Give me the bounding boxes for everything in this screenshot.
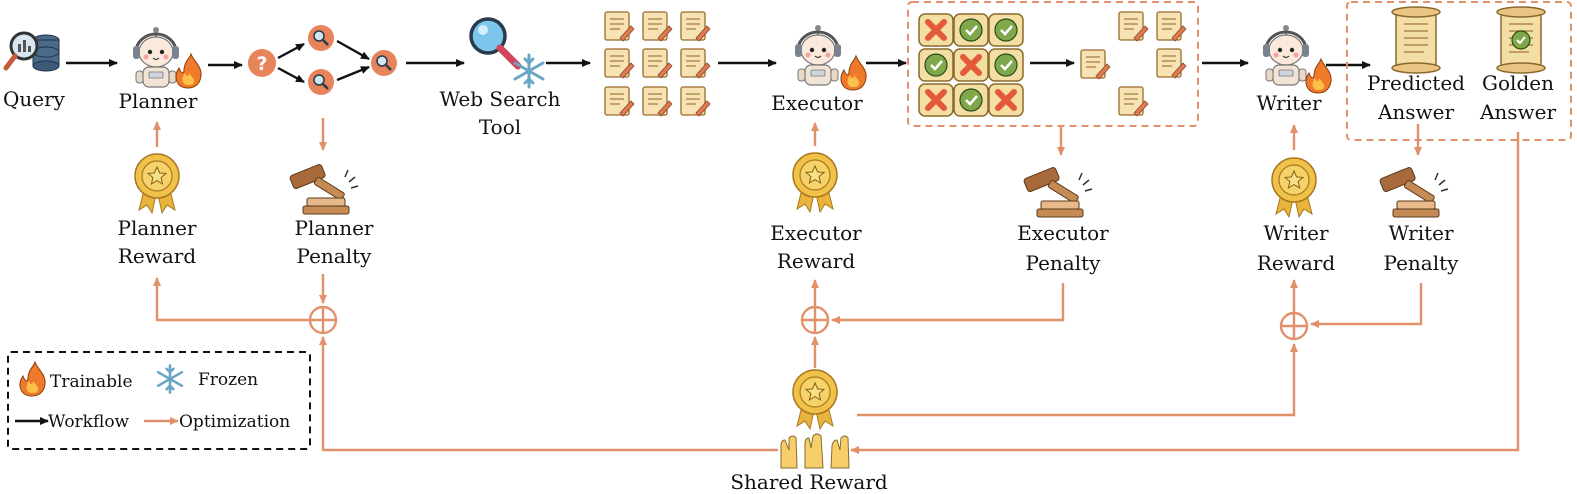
predicted-answer-label-2: Answer xyxy=(1377,100,1455,124)
cross-icon xyxy=(919,84,953,116)
document-icon xyxy=(1156,11,1187,42)
medal-icon xyxy=(792,369,838,430)
web-search-label-2: Tool xyxy=(479,115,521,139)
fire-icon xyxy=(19,361,46,397)
predicted-answer-scroll-icon xyxy=(1391,6,1441,74)
document-icon xyxy=(1080,49,1111,80)
planner-label: Planner xyxy=(119,89,198,113)
check-icon xyxy=(952,12,990,48)
document-icon xyxy=(680,48,711,79)
writer-robot-icon xyxy=(1261,23,1311,87)
optimization-arrow xyxy=(153,277,310,322)
writer-reward-label: Writer xyxy=(1263,221,1328,245)
document-icon xyxy=(604,48,635,79)
legend-optimization: Optimization xyxy=(179,412,290,432)
executor-reward-label: Executor xyxy=(770,221,862,245)
verification-grid xyxy=(919,14,1023,116)
document-icon xyxy=(604,86,635,117)
legend-workflow: Workflow xyxy=(48,412,130,432)
document-icon xyxy=(642,86,673,117)
search-icon xyxy=(369,48,399,78)
writer-label: Writer xyxy=(1256,91,1321,115)
answers-box xyxy=(1346,1,1572,141)
legend-frozen: Frozen xyxy=(198,370,258,390)
workflow-arrow xyxy=(336,65,370,82)
workflow-arrow xyxy=(277,42,305,60)
snowflake-icon xyxy=(513,53,545,89)
executor-robot-icon xyxy=(793,23,843,87)
document-icon xyxy=(604,11,635,42)
document-icon xyxy=(642,11,673,42)
predicted-answer-label: Predicted xyxy=(1367,71,1465,95)
medal-icon xyxy=(134,153,180,214)
cross-icon xyxy=(919,14,953,46)
cross-icon xyxy=(989,84,1023,116)
gavel-icon xyxy=(288,162,359,215)
fire-icon xyxy=(840,55,867,91)
executor-penalty-label: Executor xyxy=(1017,221,1109,245)
check-icon xyxy=(917,47,955,83)
executor-verification-box xyxy=(907,1,1199,127)
optimization-arrow xyxy=(850,132,1520,454)
planner-reward-label: Planner xyxy=(118,216,197,240)
document-icon xyxy=(680,86,711,117)
writer-penalty-label-2: Penalty xyxy=(1384,251,1460,275)
sum-operator-icon xyxy=(308,305,338,335)
optimization-arrow xyxy=(831,283,1065,324)
golden-answer-scroll-icon xyxy=(1496,6,1546,74)
medal-icon xyxy=(1271,157,1317,218)
optimization-arrow xyxy=(319,336,778,452)
snowflake-icon xyxy=(156,364,184,394)
planner-penalty-label: Planner xyxy=(295,216,374,240)
search-icon xyxy=(306,67,336,97)
document-icon xyxy=(642,48,673,79)
planner-penalty-label-2: Penalty xyxy=(297,244,373,268)
workflow-arrow xyxy=(277,66,305,84)
optimization-arrow xyxy=(857,343,1298,417)
document-grid xyxy=(604,11,711,117)
search-icon xyxy=(306,23,336,53)
document-icon xyxy=(1118,86,1149,117)
svg-text:?: ? xyxy=(256,53,267,75)
medal-icon xyxy=(792,152,838,213)
writer-reward-label-2: Reward xyxy=(1257,251,1335,275)
check-icon xyxy=(987,47,1025,83)
document-icon xyxy=(680,11,711,42)
sum-operator-icon xyxy=(800,305,830,335)
legend-trainable: Trainable xyxy=(50,372,133,392)
planner-reward-label-2: Reward xyxy=(118,244,196,268)
check-icon xyxy=(952,82,990,118)
golden-answer-label: Golden xyxy=(1482,71,1554,95)
shared-reward-label: Shared Reward xyxy=(730,470,888,494)
question-icon: ? xyxy=(248,49,276,77)
workflow-arrow xyxy=(336,39,370,61)
writer-penalty-label: Writer xyxy=(1388,221,1453,245)
planner-robot-icon xyxy=(131,25,181,89)
document-icon xyxy=(1156,48,1187,79)
query-icon xyxy=(3,31,60,72)
golden-answer-label-2: Answer xyxy=(1479,100,1557,124)
web-search-magnifier-icon xyxy=(469,17,522,70)
cross-icon xyxy=(954,49,988,81)
fire-icon xyxy=(175,53,202,89)
document-icon xyxy=(1118,11,1149,42)
legend: Trainable Frozen Workflow Optimization xyxy=(7,351,311,450)
executor-penalty-label-2: Penalty xyxy=(1026,251,1102,275)
sum-operator-icon xyxy=(1279,311,1309,341)
check-icon xyxy=(987,12,1025,48)
executor-label: Executor xyxy=(771,91,863,115)
executor-reward-label-2: Reward xyxy=(777,249,855,273)
query-label: Query xyxy=(3,87,66,111)
optimization-arrow xyxy=(1310,283,1423,328)
hands-icon xyxy=(780,433,850,469)
gavel-icon xyxy=(1378,165,1449,218)
gavel-icon xyxy=(1022,165,1093,218)
web-search-label: Web Search xyxy=(439,87,560,111)
